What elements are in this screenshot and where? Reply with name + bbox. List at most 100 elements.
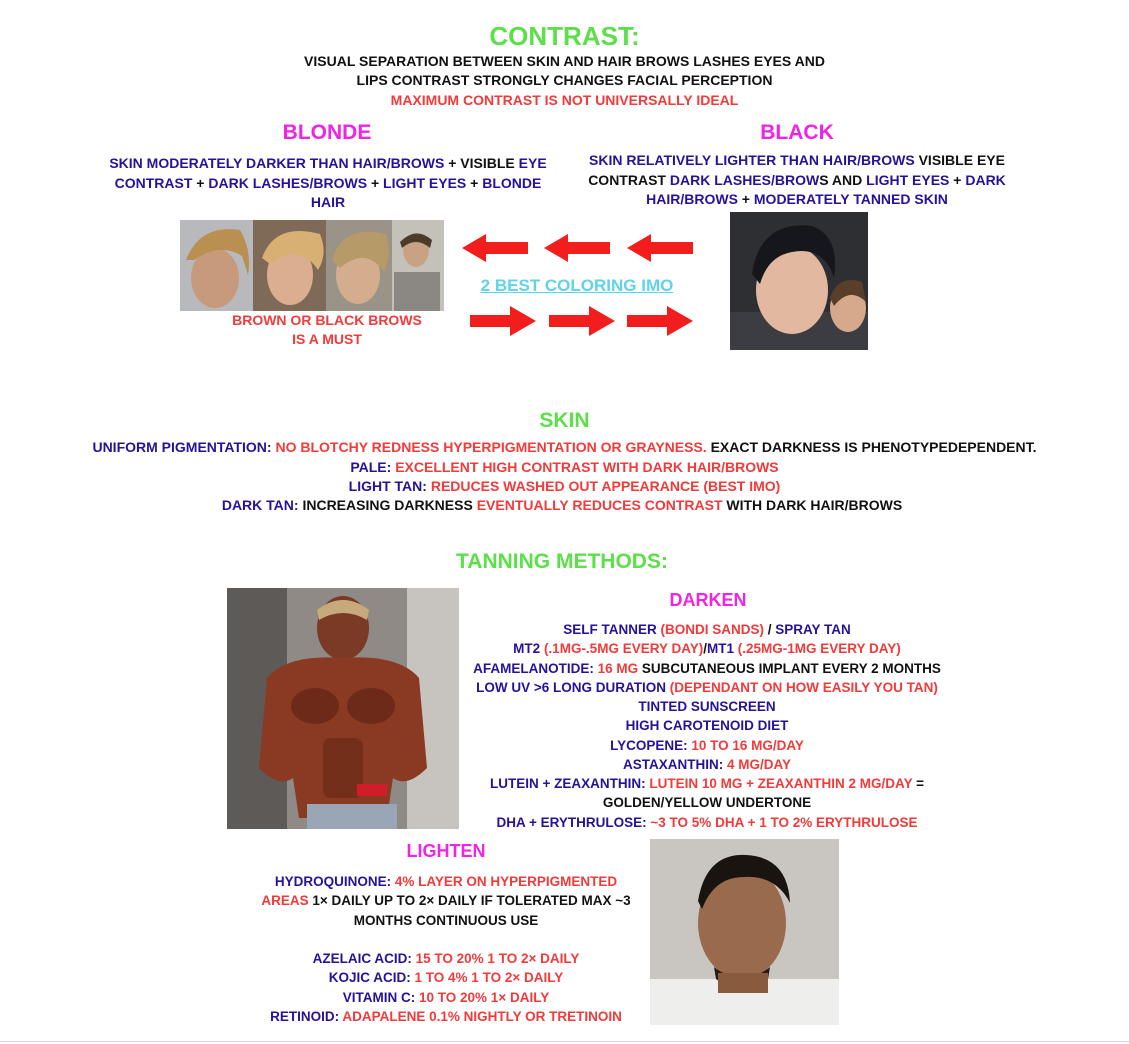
black-desc-i: MODERATELY TANNED SKIN <box>753 191 948 207</box>
lighten-kojic-label: KOJIC ACID: <box>328 970 415 985</box>
black-desc-e: LIGHT EYES <box>866 171 950 188</box>
lighten-title: LIGHTEN <box>406 841 486 861</box>
lighten-vitamin-c-dose: 10 TO 20% 1× DAILY <box>419 990 550 1005</box>
skin-line-pale: PALE: EXCELLENT HIGH CONTRAST WITH DARK … <box>0 458 1129 478</box>
darken-mt2-dose: (.1MG-.5MG EVERY DAY) <box>543 641 704 656</box>
lighten-vitamin-c: VITAMIN C: 10 TO 20% 1× DAILY <box>236 988 656 1008</box>
black-hair-example-photo <box>730 212 868 350</box>
darken-lycopene: LYCOPENE: 10 TO 16 MG/DAY <box>460 736 954 756</box>
darken-low-uv: LOW UV >6 LONG DURATION (DEPENDANT ON HO… <box>460 678 954 698</box>
darken-title: DARKEN <box>669 590 747 610</box>
skin-uniform-detail: NO BLOTCHY REDNESS HYPERPIGMENTATION OR … <box>271 439 707 455</box>
darken-mt1-label: MT1 <box>707 641 738 656</box>
blonde-desc-e: DARK LASHES/BROWS <box>208 174 368 191</box>
arrow-right-2-icon <box>549 306 615 336</box>
black-desc-f: + <box>949 171 966 188</box>
best-coloring-link[interactable]: 2 BEST COLORING IMO <box>480 276 674 295</box>
skin-light-tan-detail: REDUCES WASHED OUT APPEARANCE (BEST IMO) <box>426 478 781 494</box>
lighten-retinoid-dose: ADAPALENE 0.1% NIGHTLY OR TRETINOIN <box>342 1009 622 1024</box>
darken-afamelanotide-dose: 16 MG <box>597 661 639 676</box>
black-hair-illustration <box>730 212 868 350</box>
blonde-desc-a: SKIN MODERATELY DARKER THAN HAIR/BROWS <box>109 155 445 171</box>
lighten-hydroquinone-dose: 4% LAYER ON HYPERPIGMENTED <box>394 874 618 889</box>
darken-lutein: LUTEIN + ZEAXANTHIN: LUTEIN 10 MG + ZEAX… <box>460 774 954 794</box>
skin-uniform-note: EXACT DARKNESS IS PHENOTYPEDEPENDENT. <box>706 439 1037 455</box>
blonde-desc-c: EYE CONTRAST <box>114 155 547 191</box>
lighten-retinoid: RETINOID: ADAPALENE 0.1% NIGHTLY OR TRET… <box>236 1007 656 1027</box>
skin-dark-tan-label: DARK TAN: <box>221 497 299 513</box>
black-desc-h: + <box>737 191 754 207</box>
darken-lutein-equals: = <box>912 776 924 791</box>
lighten-hydroquinone-areas: AREAS <box>261 893 309 908</box>
lighten-kojic-dose: 1 TO 4% 1 TO 2× DAILY <box>414 970 564 985</box>
blonde-desc-f: + <box>367 174 384 191</box>
skin-pale-detail: EXCELLENT HIGH CONTRAST WITH DARK HAIR/B… <box>391 459 779 475</box>
contrast-title: CONTRAST: <box>489 21 640 51</box>
darken-astaxanthin-label: ASTAXANTHIN: <box>622 757 727 772</box>
skin-uniform-label: UNIFORM PIGMENTATION: <box>92 439 272 455</box>
darken-mt: MT2 (.1MG-.5MG EVERY DAY)/MT1 (.25MG-1MG… <box>460 639 954 659</box>
darken-self-tanner-sep: / <box>763 622 776 637</box>
blonde-desc-g: LIGHT EYES <box>383 174 467 191</box>
darken-lycopene-label: LYCOPENE: <box>610 738 692 753</box>
contrast-desc-line2: LIPS CONTRAST STRONGLY CHANGES FACIAL PE… <box>356 72 773 88</box>
blonde-title: BLONDE <box>282 121 372 144</box>
blonde-desc-i: BLONDE HAIR <box>310 174 542 211</box>
lighten-azelaic: AZELAIC ACID: 15 TO 20% 1 TO 2× DAILY <box>236 949 656 969</box>
lighten-kojic: KOJIC ACID: 1 TO 4% 1 TO 2× DAILY <box>236 968 656 988</box>
blonde-desc-h: + <box>466 174 483 191</box>
lighten-example-photo <box>650 839 839 1025</box>
darken-low-uv-note: (DEPENDANT ON HOW EASILY YOU TAN) <box>669 680 938 695</box>
lighten-example-illustration <box>650 839 839 1025</box>
darken-afamelanotide: AFAMELANOTIDE: 16 MG SUBCUTANEOUS IMPLAN… <box>460 659 954 679</box>
lighten-azelaic-label: AZELAIC ACID: <box>312 951 416 966</box>
black-description: SKIN RELATIVELY LIGHTER THAN HAIR/BROWS … <box>585 151 1009 210</box>
darken-dha: DHA + ERYTHRULOSE: ~3 TO 5% DHA + 1 TO 2… <box>460 813 954 833</box>
lighten-vitamin-c-label: VITAMIN C: <box>342 990 420 1005</box>
black-desc-d: S AND <box>819 171 867 188</box>
darken-mt1-dose: (.25MG-1MG EVERY DAY) <box>737 641 901 656</box>
contrast-warning: MAXIMUM CONTRAST IS NOT UNIVERSALLY IDEA… <box>390 92 739 108</box>
blonde-examples-illustration <box>180 220 444 311</box>
darken-self-tanner-label: SELF TANNER <box>563 622 661 637</box>
darken-dha-dose: ~3 TO 5% DHA + 1 TO 2% ERYTHRULOSE <box>650 815 918 830</box>
darken-mt-sep: / <box>703 641 707 656</box>
darken-lutein-label: LUTEIN + ZEAXANTHIN: <box>490 776 650 791</box>
lighten-hydroquinone-1: HYDROQUINONE: 4% LAYER ON HYPERPIGMENTED <box>236 872 656 892</box>
self-tanner-illustration <box>227 588 459 829</box>
arrow-left-1-icon <box>462 234 528 262</box>
lighten-hydroquinone-freq: 1× DAILY UP TO 2× DAILY IF TOLERATED MAX… <box>308 893 631 908</box>
darken-tinted-sunscreen: TINTED SUNSCREEN <box>638 699 776 714</box>
darken-afamelanotide-label: AFAMELANOTIDE: <box>473 661 598 676</box>
skin-pale-label: PALE: <box>350 459 392 475</box>
blonde-desc-d: + <box>192 174 209 191</box>
bottom-divider <box>0 1041 1129 1042</box>
blonde-note-line2: IS A MUST <box>292 331 362 347</box>
black-desc-a: SKIN RELATIVELY LIGHTER THAN HAIR/BROWS <box>589 152 915 168</box>
black-desc-b: VISIBLE EYE CONTRAST <box>588 152 1005 188</box>
lighten-azelaic-dose: 15 TO 20% 1 TO 2× DAILY <box>415 951 580 966</box>
arrow-left-3-icon <box>627 234 693 262</box>
darken-self-tanner: SELF TANNER (BONDI SANDS) / SPRAY TAN <box>460 620 954 640</box>
darken-astaxanthin-dose: 4 MG/DAY <box>726 757 792 772</box>
darken-dha-label: DHA + ERYTHRULOSE: <box>496 815 651 830</box>
lighten-retinoid-label: RETINOID: <box>270 1009 343 1024</box>
arrow-right-3-icon <box>627 306 693 336</box>
darken-low-uv-label: LOW UV >6 LONG DURATION <box>476 680 670 695</box>
skin-dark-tan-detail-c: WITH DARK HAIR/BROWS <box>722 497 903 513</box>
darken-lycopene-dose: 10 TO 16 MG/DAY <box>691 738 804 753</box>
darken-self-tanner-brand: (BONDI SANDS) <box>660 622 764 637</box>
blonde-note-line1: BROWN OR BLACK BROWS <box>232 312 422 328</box>
darken-lutein-dose: LUTEIN 10 MG + ZEAXANTHIN 2 MG/DAY <box>649 776 913 791</box>
skin-line-uniform: UNIFORM PIGMENTATION: NO BLOTCHY REDNESS… <box>0 438 1129 458</box>
blonde-examples-photo <box>180 220 444 311</box>
skin-dark-tan-detail-a: INCREASING DARKNESS <box>298 497 477 513</box>
darken-afamelanotide-detail: SUBCUTANEOUS IMPLANT EVERY 2 MONTHS <box>638 661 941 676</box>
contrast-desc-line1: VISUAL SEPARATION BETWEEN SKIN AND HAIR … <box>304 53 825 69</box>
darken-mt2-label: MT2 <box>513 641 544 656</box>
darken-spray-tan: SPRAY TAN <box>775 622 851 637</box>
black-desc-c: DARK LASHES/BROW <box>669 171 820 188</box>
skin-light-tan-label: LIGHT TAN: <box>348 478 427 494</box>
tanning-title: TANNING METHODS: <box>456 550 668 573</box>
darken-undertone: GOLDEN/YELLOW UNDERTONE <box>602 795 812 810</box>
